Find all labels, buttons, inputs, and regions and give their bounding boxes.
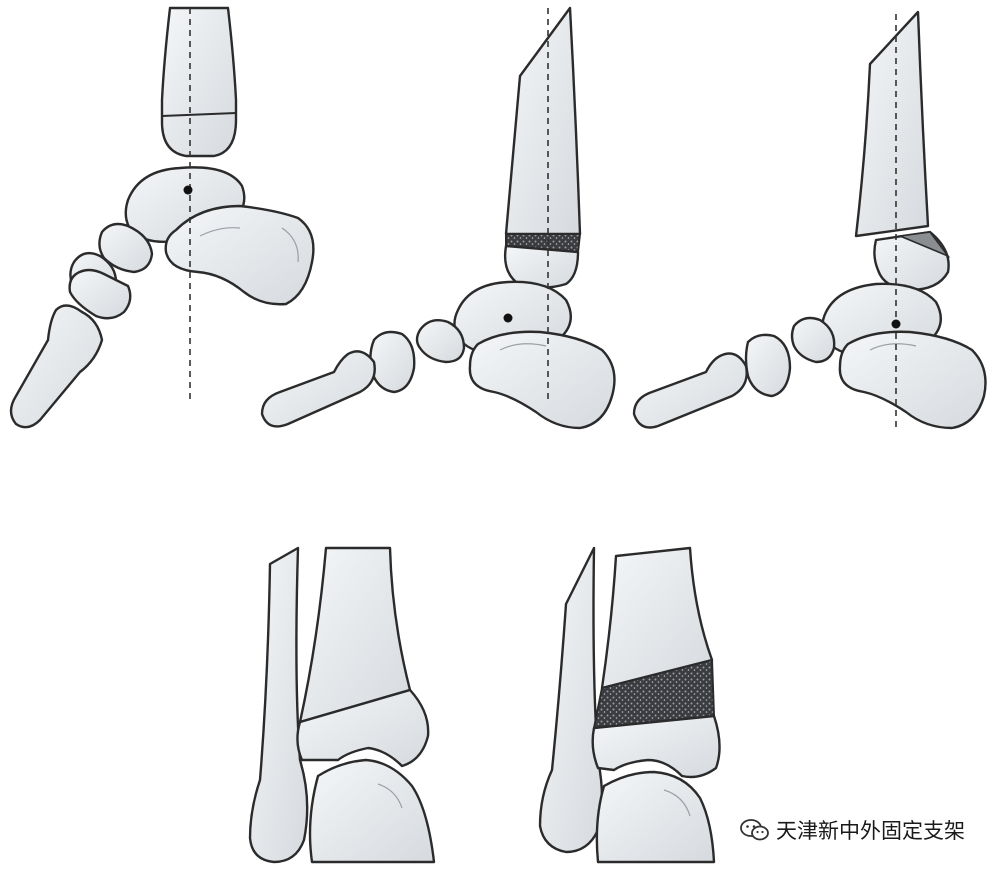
metatarsal xyxy=(632,352,748,429)
metatarsal xyxy=(9,304,104,429)
wechat-icon xyxy=(740,819,769,841)
watermark: 天津新中外固定支架 xyxy=(740,815,965,845)
lateral-ankle-wedge-graft xyxy=(260,6,616,430)
ap-ankle-normal xyxy=(248,546,436,864)
tibia-epiphysis xyxy=(591,714,721,779)
fibula xyxy=(248,546,309,864)
calcaneus xyxy=(838,330,987,430)
growth-plate-line xyxy=(161,112,237,117)
navicular xyxy=(790,316,836,364)
watermark-text: 天津新中外固定支架 xyxy=(776,819,965,843)
lateral-ankle-untreated xyxy=(9,6,315,429)
center-point xyxy=(183,185,193,195)
tibia-shaft xyxy=(160,6,238,158)
lateral-ankle-osteotomy xyxy=(632,10,987,430)
metatarsal xyxy=(260,350,376,428)
removed-wedge xyxy=(896,231,951,258)
calcaneus xyxy=(468,330,616,430)
tibia-shaft xyxy=(504,6,582,236)
tibia-epiphysis xyxy=(296,688,430,768)
ap-ankle-graft xyxy=(538,546,721,864)
talus xyxy=(308,758,436,864)
tibia-shaft xyxy=(854,10,930,238)
center-point xyxy=(503,313,513,323)
talus xyxy=(595,770,716,864)
navicular xyxy=(98,222,154,274)
navicular xyxy=(415,319,466,364)
growth-plate-line xyxy=(299,689,411,723)
calcaneus xyxy=(164,204,315,306)
cuneiform xyxy=(369,330,416,394)
fibula xyxy=(538,546,604,854)
cuboid xyxy=(68,268,132,320)
center-point xyxy=(891,319,901,329)
cuneiform xyxy=(744,333,792,398)
